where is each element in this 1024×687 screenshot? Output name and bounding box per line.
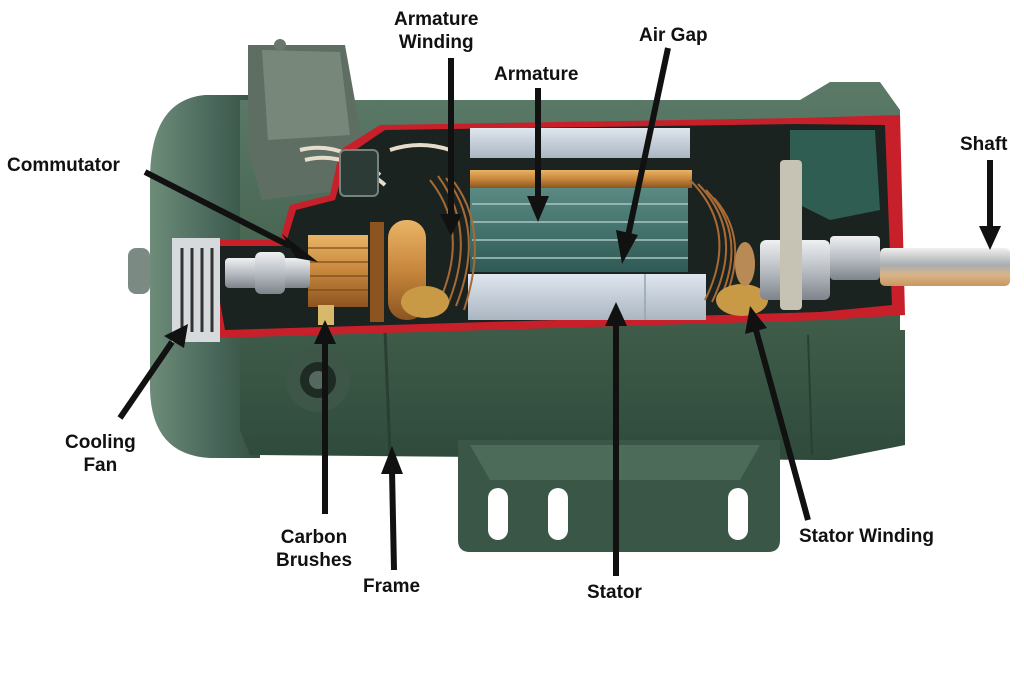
label-armature: Armature bbox=[494, 64, 579, 85]
arrow-armature bbox=[527, 88, 549, 222]
label-shaft: Shaft bbox=[960, 134, 1008, 155]
armature-winding-coils bbox=[429, 175, 737, 311]
stator-winding-coil bbox=[716, 242, 768, 316]
arrow-frame bbox=[381, 446, 403, 571]
arrow-commutator bbox=[143, 169, 318, 262]
armature-core bbox=[470, 170, 692, 272]
label-frame: Frame bbox=[363, 576, 421, 597]
label-stator: Stator bbox=[587, 582, 642, 603]
field-coil-left bbox=[388, 220, 449, 320]
arrows bbox=[117, 47, 1001, 576]
terminal-block bbox=[339, 149, 379, 197]
label-commutator: Commutator bbox=[7, 155, 120, 176]
label-armature-winding: Armature Winding bbox=[394, 9, 479, 53]
shaft-assembly bbox=[225, 160, 1010, 310]
stator-poles bbox=[468, 128, 706, 320]
arrow-armature-winding bbox=[440, 58, 462, 236]
label-carbon-brushes: Carbon Brushes bbox=[276, 527, 353, 571]
arrow-stator bbox=[605, 302, 627, 576]
arrow-shaft bbox=[979, 160, 1001, 250]
arrow-air-gap bbox=[616, 47, 671, 264]
arrow-stator-winding bbox=[745, 306, 811, 521]
label-air-gap: Air Gap bbox=[639, 25, 708, 46]
arrow-cooling-fan bbox=[117, 324, 188, 420]
arrow-carbon-brushes bbox=[314, 320, 336, 514]
label-cooling-fan: Cooling Fan bbox=[65, 432, 136, 476]
cooling-fan bbox=[172, 238, 220, 342]
label-stator-winding: Stator Winding bbox=[799, 526, 934, 547]
